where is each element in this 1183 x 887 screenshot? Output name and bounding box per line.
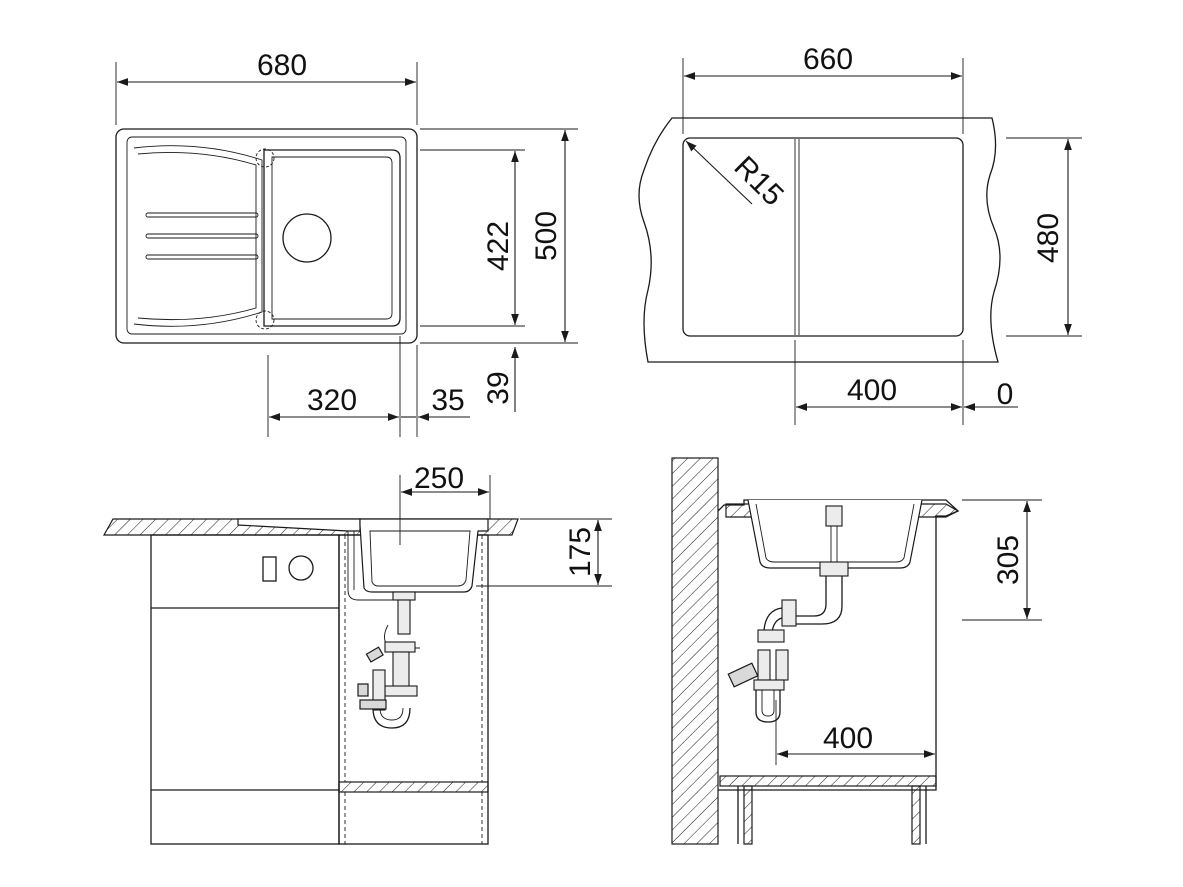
control-knob [288,555,314,581]
bowl-section [359,518,489,593]
sink-rim [126,136,407,335]
front-section-view: 250 175 [102,462,612,845]
cabinet-shelf [338,781,489,793]
dishwasher-cabinet [150,534,340,845]
tap-hole-bottom [255,310,275,330]
bowl-inner [271,156,393,320]
cutout-height-label: 480 [1032,213,1065,263]
depth-label: 175 [564,527,597,577]
radius-arrow [685,140,753,205]
wall-section [671,457,719,845]
drainer-curve [133,145,263,327]
side-section-view: 305 400 [671,457,1042,845]
sink-outline [115,128,418,344]
drainer-curve-inner [137,151,257,321]
side-shelf [719,775,937,787]
cabinet-label: 400 [847,374,897,407]
right-offset-label: 35 [431,384,464,417]
tap-hole-top [255,148,275,168]
cutout-width-label: 660 [803,43,853,76]
bowl-outline [263,149,401,327]
width-label: 680 [257,49,307,82]
drainer-grooves [145,212,259,260]
outer-height-label: 500 [530,211,563,261]
drain-offset-label: 320 [307,384,357,417]
worktop-outline [638,117,1001,363]
side-depth-label: 305 [992,535,1025,585]
drain-width-label: 250 [414,462,464,495]
drain-hole [282,213,332,263]
radius-label: R15 [728,150,790,212]
cutout-rectangle [682,137,964,337]
zero-label: 0 [997,378,1014,411]
cutout-view: R15 660 480 400 0 [638,43,1082,425]
bottom-offset-label: 39 [482,371,515,404]
side-cabinet-label: 400 [823,722,873,755]
inner-height-label: 422 [482,221,515,271]
control-square [262,556,277,582]
sink-plan-view: 680 500 422 39 320 35 [115,49,578,437]
